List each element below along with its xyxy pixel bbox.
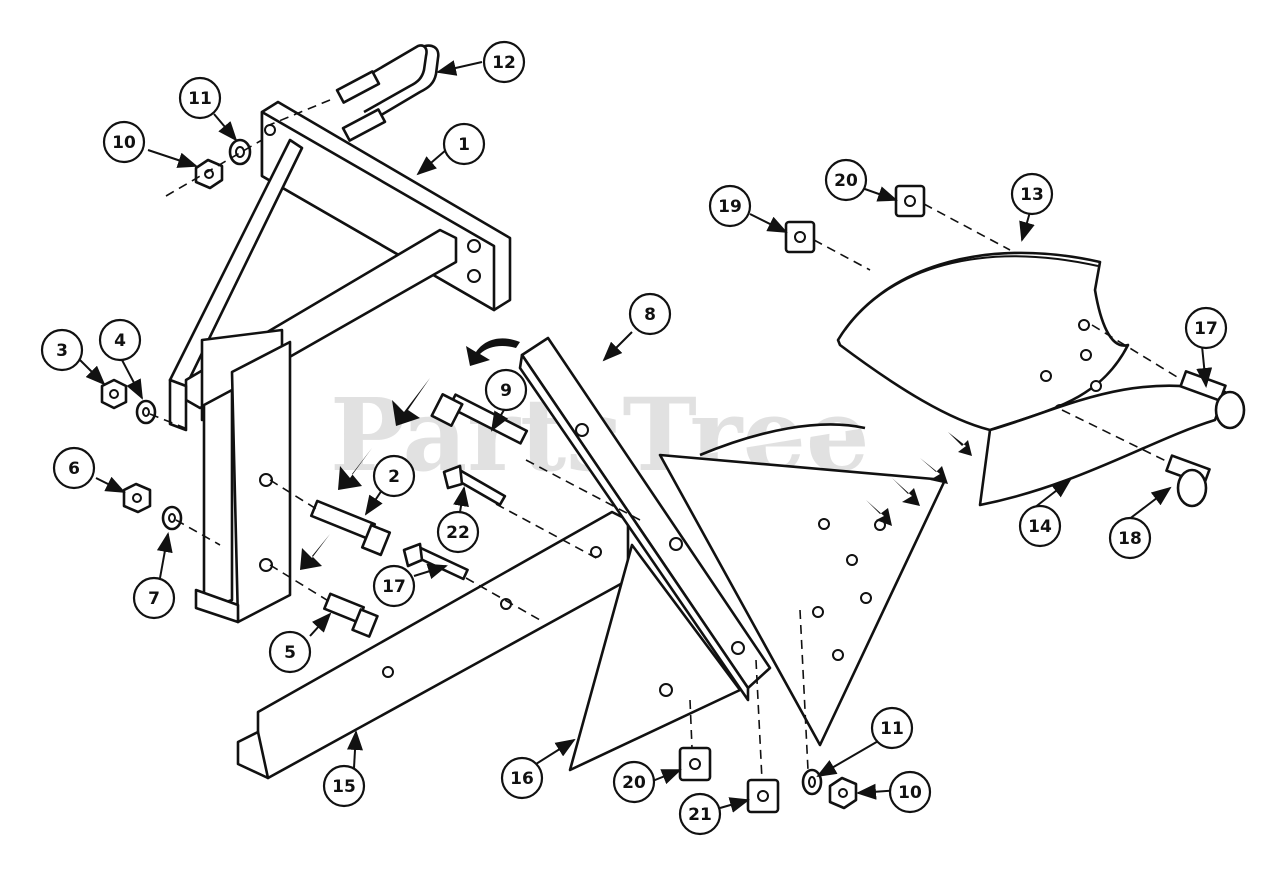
callout-1[interactable]: 1 <box>442 122 486 166</box>
svg-text:14: 14 <box>1028 517 1052 537</box>
part-u-bolt <box>335 44 440 142</box>
svg-text:16: 16 <box>510 769 534 789</box>
callout-14[interactable]: 14 <box>1018 504 1062 548</box>
part-diagonal-brace <box>518 336 772 702</box>
callout-2[interactable]: 2 <box>372 454 416 498</box>
direction-arrows <box>300 338 972 570</box>
svg-text:17: 17 <box>382 577 406 597</box>
part-bolt-22 <box>442 464 507 507</box>
svg-text:5: 5 <box>284 643 296 663</box>
part-bolt-2 <box>309 499 392 557</box>
svg-text:15: 15 <box>332 777 356 797</box>
svg-text:12: 12 <box>492 53 516 73</box>
svg-text:10: 10 <box>898 783 922 803</box>
svg-text:20: 20 <box>834 171 858 191</box>
part-bolt-17-lower <box>402 542 469 581</box>
svg-text:18: 18 <box>1118 529 1142 549</box>
callout-12[interactable]: 12 <box>482 40 526 84</box>
part-vertical-post <box>194 340 292 624</box>
callout-17-lower[interactable]: 17 <box>372 564 416 608</box>
svg-text:11: 11 <box>188 89 212 109</box>
svg-text:2: 2 <box>388 467 400 487</box>
callout-10-bottom[interactable]: 10 <box>888 770 932 814</box>
part-square-nut-19 <box>784 220 816 254</box>
callout-22[interactable]: 22 <box>436 510 480 554</box>
callout-6[interactable]: 6 <box>52 446 96 490</box>
callout-11-bottom[interactable]: 11 <box>870 706 914 750</box>
svg-text:20: 20 <box>622 773 646 793</box>
svg-text:9: 9 <box>500 381 512 401</box>
callout-19[interactable]: 19 <box>708 184 752 228</box>
svg-text:19: 19 <box>718 197 742 217</box>
callout-5[interactable]: 5 <box>268 630 312 674</box>
svg-text:4: 4 <box>114 331 126 351</box>
callout-8[interactable]: 8 <box>628 292 672 336</box>
callout-18[interactable]: 18 <box>1108 516 1152 560</box>
svg-text:22: 22 <box>446 523 470 543</box>
callout-17-upper[interactable]: 17 <box>1184 306 1228 350</box>
svg-text:21: 21 <box>688 805 712 825</box>
callout-9[interactable]: 9 <box>484 368 528 412</box>
part-triangle-plate-lower <box>568 543 742 772</box>
part-moldboard <box>836 251 1130 432</box>
part-bolt-5 <box>323 592 379 638</box>
callout-13[interactable]: 13 <box>1010 172 1054 216</box>
svg-text:7: 7 <box>148 589 160 609</box>
part-square-nut-21 <box>746 778 780 814</box>
leader-lines <box>79 60 1213 813</box>
svg-text:10: 10 <box>112 133 136 153</box>
callout-21[interactable]: 21 <box>678 792 722 836</box>
callout-7[interactable]: 7 <box>132 576 176 620</box>
svg-text:13: 13 <box>1020 185 1044 205</box>
part-long-beam <box>236 510 630 780</box>
part-square-nut-20-bottom <box>678 746 712 782</box>
callout-3[interactable]: 3 <box>40 328 84 372</box>
part-washer-4 <box>135 399 157 425</box>
callout-20-top[interactable]: 20 <box>824 158 868 202</box>
callout-16[interactable]: 16 <box>500 756 544 800</box>
svg-text:1: 1 <box>458 135 470 155</box>
part-bolt-18 <box>1165 454 1211 508</box>
part-nut-10-top <box>194 158 224 190</box>
part-shank-plate <box>658 423 947 747</box>
svg-text:8: 8 <box>644 305 656 325</box>
callout-20-bottom[interactable]: 20 <box>612 760 656 804</box>
svg-text:3: 3 <box>56 341 68 361</box>
svg-text:17: 17 <box>1194 319 1218 339</box>
svg-text:11: 11 <box>880 719 904 739</box>
part-washer-11-bottom <box>801 768 823 796</box>
part-washer-11-top <box>228 138 252 166</box>
svg-text:6: 6 <box>68 459 80 479</box>
part-nut-10-bottom <box>828 776 858 810</box>
part-nut-3 <box>100 378 128 410</box>
part-square-nut-20-top <box>894 184 926 218</box>
assembly-lines <box>149 99 1183 781</box>
callout-15[interactable]: 15 <box>322 764 366 808</box>
callout-10-top[interactable]: 10 <box>102 120 146 164</box>
part-washer-7 <box>161 505 183 531</box>
part-nut-6 <box>122 482 152 514</box>
callout-11-top[interactable]: 11 <box>178 76 222 120</box>
callout-4[interactable]: 4 <box>98 318 142 362</box>
